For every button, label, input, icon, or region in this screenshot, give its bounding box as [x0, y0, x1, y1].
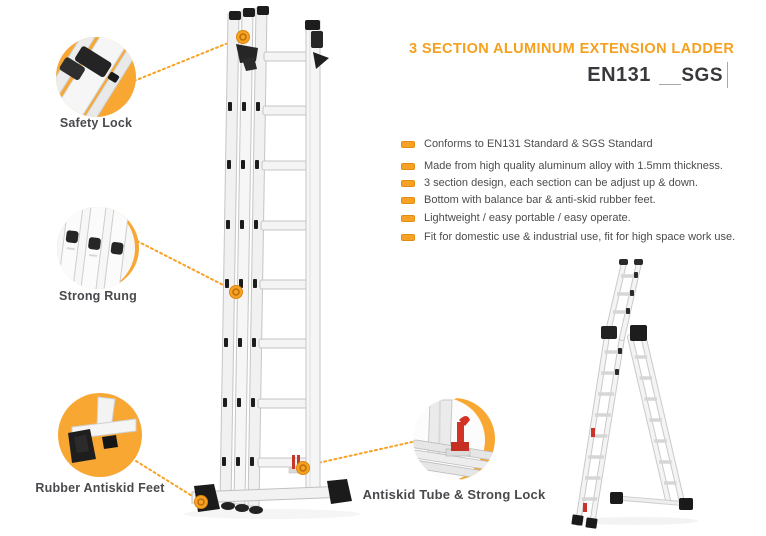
main-ladder-illustration — [191, 6, 352, 514]
certification-badges: EN131 SGS — [399, 62, 735, 90]
feature-item: Bottom with balance bar & anti-skid rubb… — [401, 193, 735, 208]
en131-badge: EN131 — [587, 64, 651, 86]
feature-bullet — [401, 163, 415, 170]
feature-bullet — [401, 215, 415, 222]
callout-photo-strong-rung — [57, 207, 139, 289]
feature-item: Fit for domestic use & industrial use, f… — [401, 230, 735, 245]
feature-text: Fit for domestic use & industrial use, f… — [424, 231, 736, 243]
feature-bullet — [401, 234, 415, 241]
page-title: 3 SECTION ALUMINUM EXTENSION LADDER — [409, 41, 735, 57]
feature-item: Lightweight / easy portable / easy opera… — [401, 211, 735, 226]
callout-label-rubber-feet: Rubber Antiskid Feet — [35, 481, 165, 495]
connector-safety-lock — [133, 38, 239, 82]
feature-list: Conforms to EN131 Standard & SGS Standar… — [399, 137, 735, 245]
main-ladder-shadow — [184, 509, 360, 519]
callout-label-antiskid-tube: Antiskid Tube & Strong Lock — [362, 487, 546, 502]
connector-rubber-feet — [135, 460, 198, 500]
ladder-top-caps — [229, 6, 320, 30]
feature-bullet — [401, 197, 415, 204]
feature-text: Conforms to EN131 Standard & SGS Standar… — [424, 138, 653, 150]
small-ladder-shadow — [578, 517, 698, 525]
feature-item: Conforms to EN131 Standard & SGS Standar… — [401, 137, 735, 152]
feature-bullet — [401, 141, 415, 148]
callout-label-strong-rung: Strong Rung — [59, 289, 137, 303]
feature-text: Bottom with balance bar & anti-skid rubb… — [424, 194, 656, 206]
feature-bullet — [401, 180, 415, 187]
feature-text: 3 section design, each section can be ad… — [424, 177, 698, 189]
connector-strong-rung — [136, 240, 232, 290]
rubber-foot-right — [327, 479, 352, 504]
rubber-feet-photo — [58, 393, 142, 477]
feature-text: Made from high quality aluminum alloy wi… — [424, 160, 723, 172]
secondary-ladder-illustration — [571, 259, 693, 529]
callout-photo-rubber-feet — [58, 393, 142, 477]
callout-label-safety-lock: Safety Lock — [59, 116, 133, 130]
feature-text: Lightweight / easy portable / easy opera… — [424, 212, 631, 224]
info-column: 3 SECTION ALUMINUM EXTENSION LADDER EN13… — [399, 41, 735, 247]
marker-dot-antiskid-tube — [296, 461, 310, 475]
feature-item: 3 section design, each section can be ad… — [401, 176, 735, 191]
antiskid-tube-photo — [413, 398, 495, 480]
marker-dot-strong-rung — [229, 285, 243, 299]
safety-lock-photo — [56, 37, 136, 117]
sgs-badge: SGS — [659, 62, 728, 88]
safety-lock-hardware — [236, 31, 329, 71]
strong-rung-photo — [57, 207, 139, 289]
callout-photo-antiskid-tube — [413, 398, 495, 480]
marker-dot-safety-lock — [236, 30, 250, 44]
callout-photo-safety-lock — [56, 37, 136, 117]
marker-dot-rubber-feet — [194, 495, 208, 509]
connector-antiskid-tube — [308, 441, 413, 466]
feature-item: Made from high quality aluminum alloy wi… — [401, 159, 735, 174]
